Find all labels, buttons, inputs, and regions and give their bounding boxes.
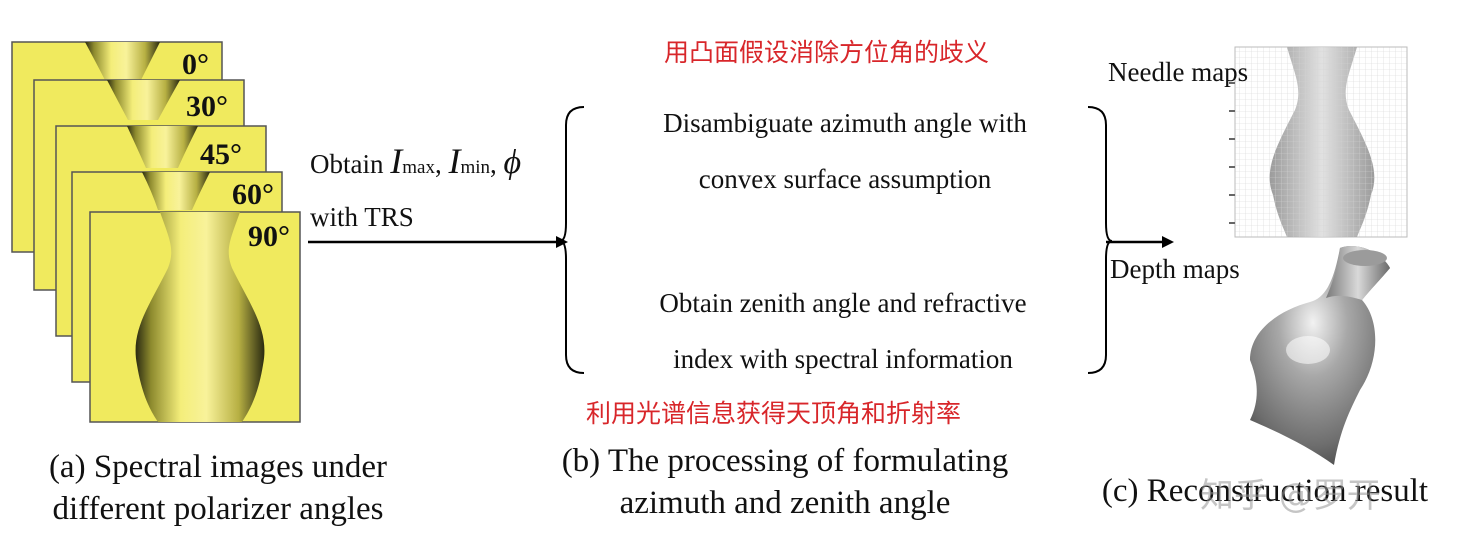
caption-a: (a) Spectral images under different pola… [18, 446, 418, 530]
spectral-image-90deg [89, 211, 301, 423]
phi-symbol: ϕ [503, 144, 522, 181]
caption-a-line1: (a) Spectral images under [48, 449, 388, 485]
imax-subscript: max [402, 157, 435, 178]
caption-b-line2: azimuth and zenith angle [619, 485, 951, 521]
imin-subscript: min [460, 157, 491, 178]
depth-map-surface [1250, 246, 1390, 465]
watermark: 知乎 @罗开 [1200, 476, 1381, 516]
step-zenith-line1: Obtain zenith angle and refractive [659, 288, 1027, 318]
step-azimuth-line1: Disambiguate azimuth angle with [663, 108, 1027, 138]
chinese-note-bottom: 利用光谱信息获得天顶角和折射率 [586, 399, 962, 428]
caption-c: (c) Reconstruction result [1101, 473, 1429, 509]
imin-symbol: I [448, 141, 461, 181]
step-zenith-refractive: Obtain zenith angle and refractive index… [598, 275, 1088, 387]
spectral-image-stack [11, 41, 301, 423]
comma-2: , [490, 149, 497, 179]
angle-label-90: 90° [248, 220, 290, 253]
step-azimuth-line2: convex surface assumption [698, 164, 992, 194]
caption-b: (b) The processing of formulating azimut… [520, 440, 1050, 524]
imax-symbol: I [390, 141, 403, 181]
left-brace [559, 106, 585, 374]
step-zenith-line2: index with spectral information [673, 344, 1013, 374]
angle-label-60: 60° [232, 178, 274, 211]
obtain-quantities-label: Obtain Imax, Imin, ϕ [310, 140, 521, 182]
caption-b-line1: (b) The processing of formulating [561, 443, 1009, 479]
arrow-b-to-c [1106, 236, 1174, 248]
depth-maps-label: Depth maps [1110, 254, 1240, 284]
with-trs-label: with TRS [310, 202, 414, 232]
step-azimuth-disambiguation: Disambiguate azimuth angle with convex s… [600, 95, 1090, 207]
angle-label-0: 0° [182, 48, 209, 81]
chinese-note-top: 用凸面假设消除方位角的歧义 [664, 38, 990, 67]
needle-map-plot [1229, 46, 1408, 238]
angle-label-45: 45° [200, 138, 242, 171]
needle-maps-label: Needle maps [1108, 57, 1249, 87]
angle-label-30: 30° [186, 90, 228, 123]
comma-1: , [434, 149, 442, 179]
obtain-word: Obtain [310, 149, 384, 179]
caption-a-line2: different polarizer angles [52, 491, 384, 527]
arrow-a-to-b [308, 236, 568, 248]
